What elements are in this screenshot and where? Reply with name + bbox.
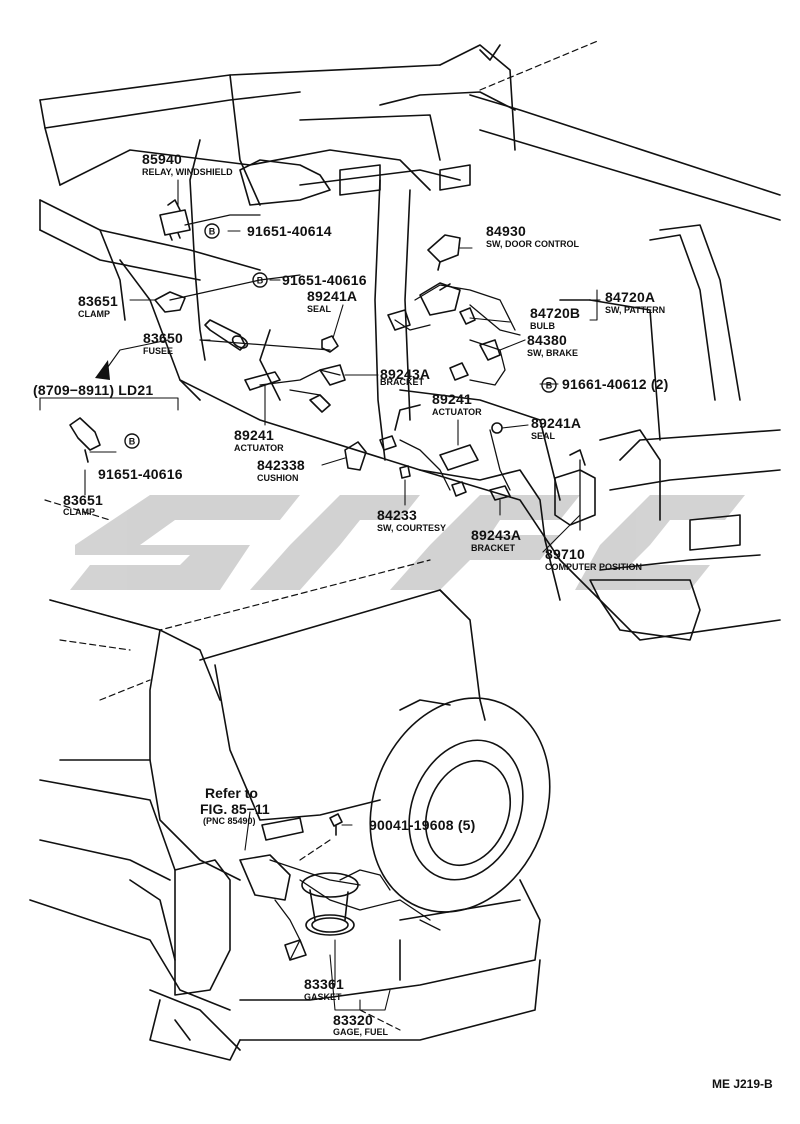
part-number-89710: 89710 xyxy=(545,546,585,562)
bolt-symbol-2: B xyxy=(257,276,264,286)
bolt-symbol-1: B xyxy=(209,227,216,237)
part-name-actuator-left: ACTUATOR xyxy=(234,443,284,453)
lower-vehicle-rear xyxy=(29,589,541,1061)
part-number-89243A-right: 89243A xyxy=(471,527,522,543)
leader-lines xyxy=(39,179,601,1011)
part-name-seal: SEAL xyxy=(307,304,332,314)
part-name-gasket: GASKET xyxy=(304,992,342,1002)
part-name-clamp: CLAMP xyxy=(78,309,110,319)
part-cushion-842338 xyxy=(344,441,367,471)
part-name-fusee: FUSEE xyxy=(143,346,174,356)
part-number-83651-variant: 83651 xyxy=(63,492,103,508)
part-name-bulb: BULB xyxy=(530,321,555,331)
part-computer-89710 xyxy=(554,449,596,526)
part-name-clamp-variant: CLAMP xyxy=(63,507,95,517)
part-seal-89241A-right xyxy=(491,422,503,434)
part-clamp-83651 xyxy=(154,291,186,313)
bolt-symbols xyxy=(124,223,557,449)
part-name-gage-fuel: GAGE, FUEL xyxy=(333,1027,389,1037)
part-gasket-83361 xyxy=(311,917,349,933)
part-bulb-84720B xyxy=(459,307,476,325)
part-name-relay-windshield: RELAY, WINDSHIELD xyxy=(142,167,233,177)
part-number-91651-40616: 91651-40616 xyxy=(282,272,367,288)
refer-pnc-label: (PNC 85490) xyxy=(203,816,256,826)
part-bolt-90041 xyxy=(329,813,343,836)
part-number-89241A: 89241A xyxy=(307,288,358,304)
part-name-computer-position: COMPUTER POSITION xyxy=(545,562,643,572)
part-actuator-89241 xyxy=(244,371,331,413)
part-number-89241A-right: 89241A xyxy=(531,415,582,431)
part-pattern-switch-84720A xyxy=(387,282,461,331)
spare-tire xyxy=(369,697,551,913)
part-seal-89241A xyxy=(321,335,339,353)
variant-note: (8709−8911) LD21 xyxy=(33,382,154,398)
part-number-84720A: 84720A xyxy=(605,289,656,305)
part-relay-85940 xyxy=(159,199,191,241)
bolt-symbol-4: B xyxy=(129,437,136,447)
refer-panel xyxy=(261,817,304,841)
part-number-89241-actuator-left: 89241 xyxy=(234,427,274,443)
part-number-91651-40614: 91651-40614 xyxy=(247,223,332,239)
bolt-symbol-3: B xyxy=(546,381,553,391)
part-name-seal-right: SEAL xyxy=(531,431,556,441)
part-bracket-89243A xyxy=(319,364,346,386)
part-number-89243A: 89243A xyxy=(380,366,431,382)
figure-code: ME J219-B xyxy=(712,1077,773,1091)
part-number-83651: 83651 xyxy=(78,293,118,309)
part-fuel-gage-83320 xyxy=(239,854,359,961)
part-number-90041-19608: 90041-19608 (5) xyxy=(369,817,476,833)
part-clamp-83651-variant xyxy=(69,417,101,463)
direction-arrow xyxy=(95,360,110,380)
part-name-sw-pattern: SW, PATTERN xyxy=(605,305,666,315)
part-bracket-89243A-right xyxy=(489,485,511,501)
part-name-cushion: CUSHION xyxy=(257,473,299,483)
part-number-84930: 84930 xyxy=(486,223,526,239)
part-name-bracket: BRACKET xyxy=(380,377,424,387)
part-door-control-switch-84930 xyxy=(427,234,461,271)
part-name-sw-brake: SW, BRAKE xyxy=(527,348,579,358)
part-number-842338: 842338 xyxy=(257,457,305,473)
part-number-91661-40612: 91661-40612 (2) xyxy=(562,376,669,392)
wiring-harness xyxy=(169,214,581,961)
part-number-83361: 83361 xyxy=(304,976,344,992)
refer-to-label: Refer to xyxy=(205,785,258,801)
part-number-84720B: 84720B xyxy=(530,305,581,321)
part-number-83650: 83650 xyxy=(143,330,183,346)
part-courtesy-switch-84233 xyxy=(379,435,411,479)
upper-vehicle-body xyxy=(39,44,781,641)
part-number-89241-actuator-right: 89241 xyxy=(432,391,472,407)
part-number-83320: 83320 xyxy=(333,1012,373,1028)
part-number-84380: 84380 xyxy=(527,332,567,348)
part-actuator-89241-right xyxy=(439,444,479,497)
part-brake-switch-84380 xyxy=(449,339,501,381)
part-name-bracket-right: BRACKET xyxy=(471,543,515,553)
part-number-85940: 85940 xyxy=(142,151,182,167)
bolt-symbol-letters: B B B B xyxy=(129,227,553,447)
part-fusee-83650 xyxy=(204,319,249,351)
part-number-91651-40616-variant: 91651-40616 xyxy=(98,466,183,482)
part-name-sw-courtesy: SW, COURTESY xyxy=(377,523,447,533)
part-number-84233: 84233 xyxy=(377,507,417,523)
refer-figure-label: FIG. 85−11 xyxy=(200,801,270,817)
part-name-door-control: SW, DOOR CONTROL xyxy=(486,239,579,249)
part-name-actuator-right: ACTUATOR xyxy=(432,407,482,417)
